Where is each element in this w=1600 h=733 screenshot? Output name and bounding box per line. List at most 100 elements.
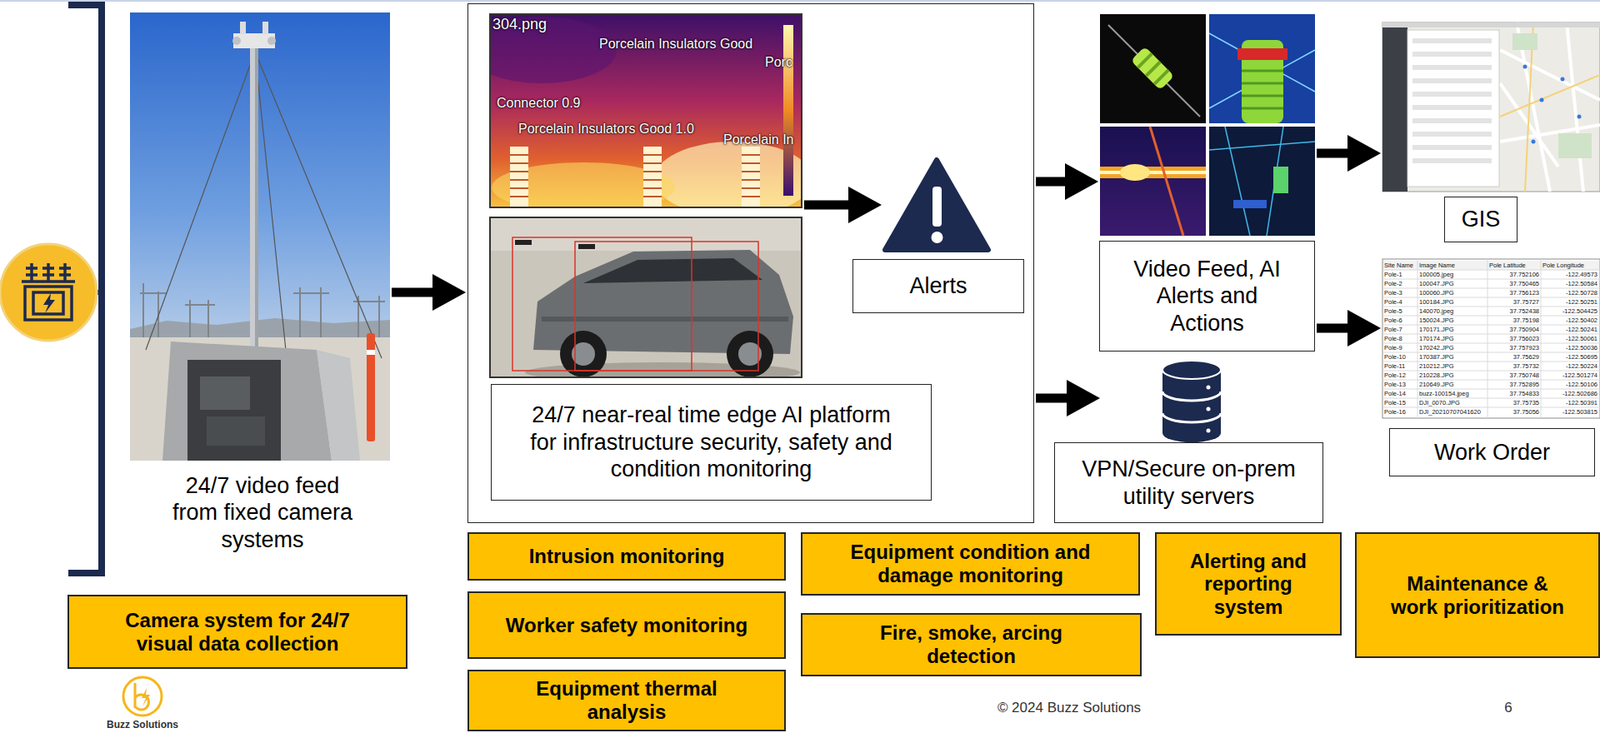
- node-text: VPN/Secure on-prem utility servers: [1063, 455, 1315, 510]
- substation-icon-part: [0, 244, 97, 341]
- gis-map-screenshot-part: [1412, 78, 1492, 84]
- node-text: Intrusion monitoring: [529, 545, 725, 569]
- category-label-box: Camera system for 24/7 visual data colle…: [67, 595, 408, 670]
- inspection-image-grid-part-part: [1136, 52, 1154, 70]
- camera-photo-part: [267, 36, 276, 45]
- detection-label: 304.png: [492, 15, 547, 34]
- table-cell: DJI_0070.JPG: [1419, 398, 1486, 408]
- table-cell: 210212.JPG: [1419, 361, 1486, 371]
- flow-arrow: [804, 200, 855, 210]
- label-holder: Pole-13: [1384, 380, 1418, 390]
- illustration-anchor: [1382, 22, 1600, 192]
- label-holder: Pole-8: [1384, 334, 1418, 344]
- substation-icon-part-part: [46, 263, 50, 282]
- camera-photo-part: [233, 33, 275, 49]
- category-label-box: Fire, smoke, arcing detection: [800, 613, 1142, 677]
- inspection-image-grid-part: [1100, 126, 1206, 236]
- category-box: Camera system for 24/7 visual data colle…: [67, 595, 408, 670]
- label-holder: 37.756023: [1489, 334, 1540, 344]
- label-holder: Pole-2: [1384, 279, 1418, 289]
- database-icon-part: [1206, 385, 1211, 390]
- category-box: Equipment thermal analysis: [467, 670, 786, 732]
- top-rule: [0, 0, 1600, 2]
- car-detection-image-part-part: [512, 237, 692, 371]
- label-holder: -122.50695: [1542, 352, 1598, 362]
- label-holder: Porcelain Insulators Good: [599, 36, 753, 52]
- gis-map-screenshot-part: [1558, 133, 1592, 159]
- warning-triangle-part: [885, 160, 989, 250]
- inspection-image-grid-part: [1273, 166, 1289, 194]
- label-holder: Buzz Solutions: [92, 719, 193, 731]
- table-cell: Pole-3: [1384, 288, 1418, 298]
- table-cell: -122.50224: [1542, 361, 1598, 371]
- text-box: 24/7 near-real time edge AI platform for…: [490, 384, 932, 501]
- thermal-image-part-part: [510, 155, 760, 197]
- label-holder: 170174.JPG: [1419, 334, 1486, 344]
- car-detection-image-part-part: [575, 241, 759, 371]
- table-cell: -122.50402: [1542, 315, 1598, 325]
- inspection-image-grid-part: [1241, 70, 1284, 109]
- table-cell: 150024.JPG: [1419, 315, 1486, 325]
- thermal-image-part-part-part: [510, 170, 529, 173]
- camera-photo-part-part: [185, 304, 215, 306]
- substation-icon-part-part: [30, 263, 34, 282]
- database-icon-part: [1206, 429, 1211, 434]
- table-cell: 210649.JPG: [1419, 380, 1486, 390]
- category-box: Intrusion monitoring: [467, 532, 786, 581]
- substation-icon-part-part: [59, 273, 71, 277]
- category-box: Equipment condition and damage monitorin…: [800, 532, 1140, 596]
- table-cell: 170387.JPG: [1419, 352, 1486, 362]
- table-cell: Image Name: [1419, 260, 1486, 270]
- car-detection-image-part-part: [490, 217, 802, 251]
- label-holder: Pole Longitude: [1542, 260, 1598, 270]
- copyright-notice: © 2024 Buzz Solutions: [944, 700, 1195, 717]
- camera-photo-part: [316, 350, 360, 461]
- thermal-image-part-part-part: [643, 187, 662, 190]
- car-detection-image-part-part: [578, 244, 595, 250]
- gis-map-screenshot-part: [1560, 77, 1565, 82]
- table-cell: -122.50695: [1542, 352, 1598, 362]
- table-cell: Pole Longitude: [1542, 260, 1598, 270]
- thermal-image-part-part-part: [643, 162, 662, 165]
- page-number: 6: [1491, 700, 1525, 717]
- gis-map-screenshot-part: [1577, 115, 1582, 120]
- table-cell: -122.50391: [1542, 398, 1598, 408]
- car-detection-image: [490, 217, 802, 383]
- category-label-box: Intrusion monitoring: [467, 532, 786, 581]
- inspection-image-grid-part-part: [1225, 126, 1250, 236]
- camera-photo-part-part: [320, 287, 322, 338]
- gis-map-screenshot-part: [1523, 65, 1528, 70]
- inspection-image-grid-part: [1209, 126, 1315, 236]
- substation-icon-part-part: [25, 266, 38, 270]
- table-cell: 37.754833: [1489, 389, 1540, 399]
- inspection-image-grid-part: [1209, 14, 1315, 124]
- inspection-image-grid-part-part: [1153, 69, 1170, 86]
- thermal-image-part: [490, 14, 802, 208]
- label-holder: 150024.JPG: [1419, 315, 1486, 325]
- label-holder: Pole-3: [1384, 288, 1418, 298]
- table-cell: DJI_20210707041620: [1419, 407, 1486, 417]
- detection-label: Connector 0.9: [496, 95, 581, 111]
- label-holder: Connector 0.9: [496, 95, 581, 111]
- table-cell: Pole-12: [1384, 370, 1418, 380]
- label-holder: -122.50584: [1542, 279, 1598, 289]
- gis-map-screenshot-part: [1412, 158, 1492, 164]
- label-holder: 37.75629: [1489, 352, 1540, 362]
- label-holder: -122.503815: [1542, 407, 1598, 417]
- label-holder: 37.75198: [1489, 315, 1540, 325]
- table-cell: Pole Latitude: [1489, 260, 1540, 270]
- label-holder: Pole-11: [1384, 361, 1418, 371]
- label-holder: 210212.JPG: [1419, 361, 1486, 371]
- label-holder: 37.750748: [1489, 370, 1540, 380]
- substation-icon-part-part: [33, 292, 64, 315]
- detection-label: Porcelain Insulators Good 1.0: [518, 121, 695, 137]
- company-logo-part: [123, 677, 162, 716]
- label-holder: Pole-7: [1384, 325, 1418, 335]
- table-cell: Pole-7: [1384, 325, 1418, 335]
- substation-icon: [0, 244, 97, 341]
- label-holder: Porc: [765, 55, 793, 70]
- thermal-image-part-part: [783, 25, 794, 196]
- label-holder: -122.50241: [1542, 325, 1598, 335]
- table-cell: Pole-16: [1384, 407, 1418, 417]
- camera-photo-part: [232, 36, 241, 45]
